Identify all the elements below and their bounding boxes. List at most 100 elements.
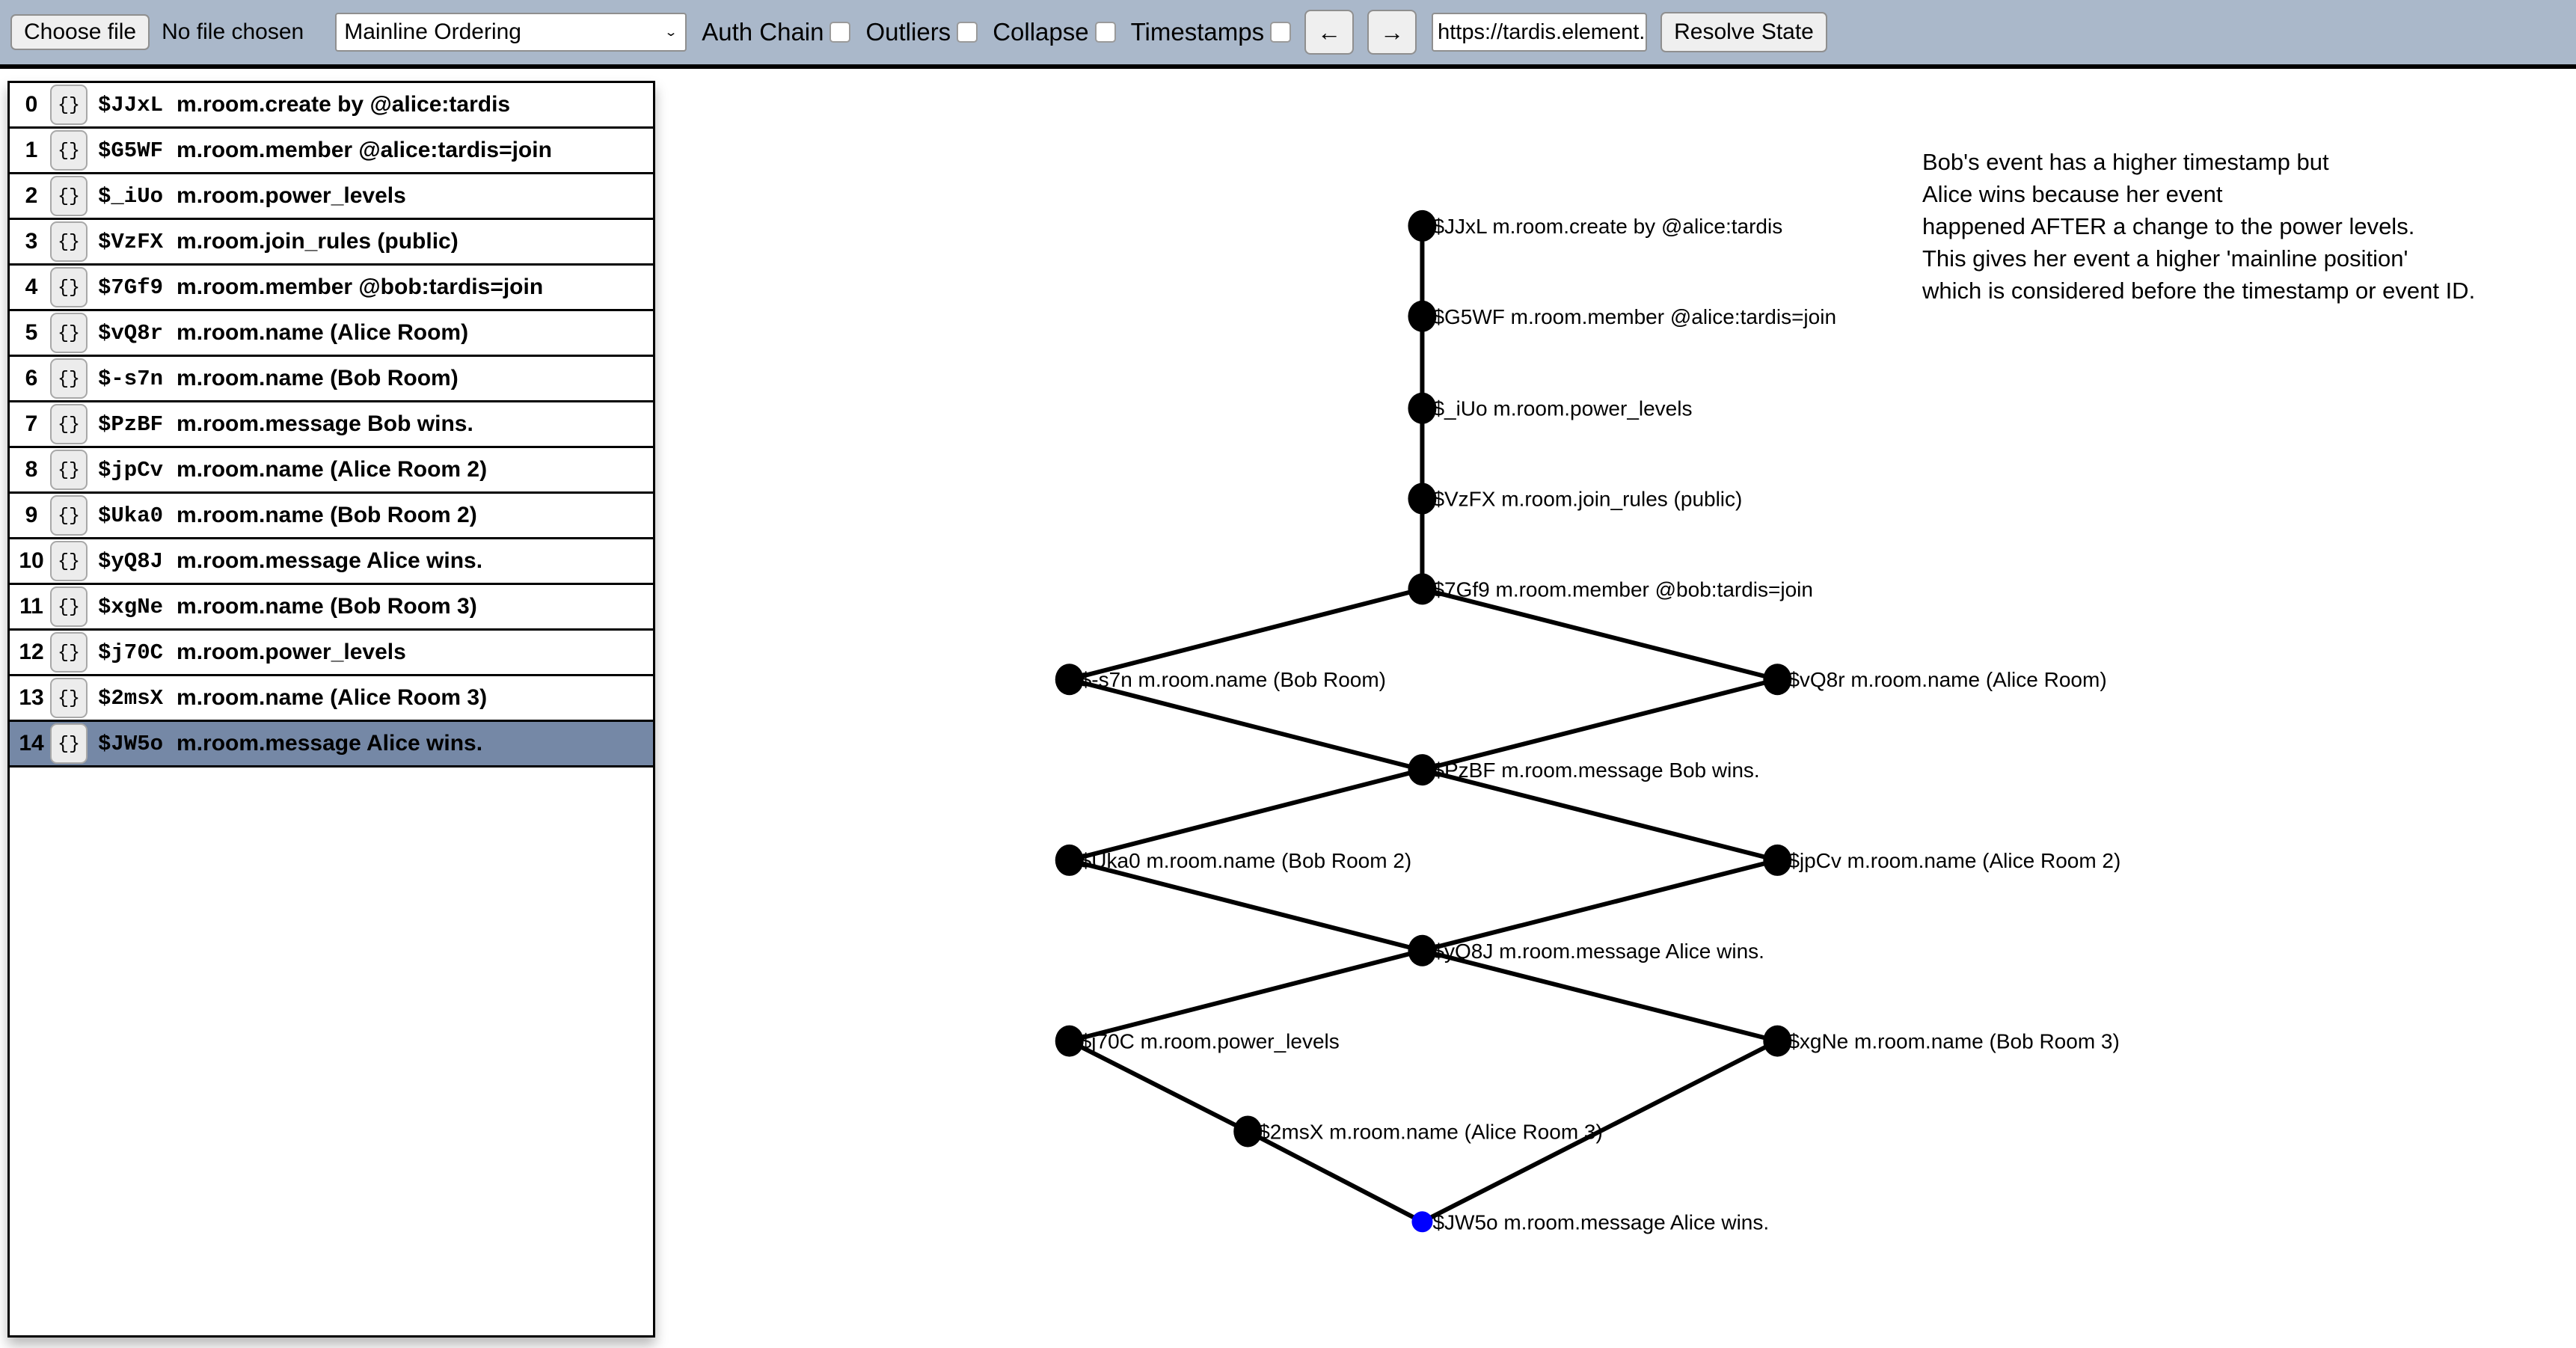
dag-node-circle[interactable] bbox=[1408, 482, 1437, 515]
dag-node-circle[interactable] bbox=[1408, 392, 1437, 424]
dag-node-circle[interactable] bbox=[1763, 664, 1792, 696]
event-id: $Uka0 bbox=[98, 503, 164, 528]
outliers-label: Outliers bbox=[865, 18, 951, 46]
dag-node-label: $G5WF m.room.member @alice:tardis=join bbox=[1432, 305, 1836, 328]
dag-node[interactable]: $-s7n m.room.name (Bob Room) bbox=[1055, 664, 1386, 696]
view-json-button[interactable]: {} bbox=[50, 632, 88, 673]
event-description: m.room.message Bob wins. bbox=[177, 411, 473, 436]
dag-node-label: $Uka0 m.room.name (Bob Room 2) bbox=[1080, 849, 1412, 872]
dag-node-label: $-s7n m.room.name (Bob Room) bbox=[1080, 668, 1386, 691]
dag-node-circle[interactable] bbox=[1408, 934, 1437, 966]
resolve-state-button[interactable]: Resolve State bbox=[1660, 12, 1827, 52]
dag-node-circle[interactable] bbox=[1763, 1025, 1792, 1057]
dag-node-circle[interactable] bbox=[1408, 209, 1437, 242]
dag-edge bbox=[1421, 948, 1779, 1044]
event-index: 13 bbox=[19, 685, 44, 710]
view-json-button[interactable]: {} bbox=[50, 678, 88, 718]
view-json-button[interactable]: {} bbox=[50, 267, 88, 307]
dag-edge bbox=[1421, 768, 1779, 863]
dag-edge bbox=[1068, 586, 1423, 682]
event-id: $yQ8J bbox=[98, 548, 164, 574]
dag-node[interactable]: $jpCv m.room.name (Alice Room 2) bbox=[1763, 844, 2120, 876]
view-json-button[interactable]: {} bbox=[50, 221, 88, 262]
toolbar: Choose file No file chosen Mainline Orde… bbox=[0, 0, 2576, 69]
view-json-button[interactable]: {} bbox=[50, 313, 88, 353]
outliers-checkbox[interactable] bbox=[957, 22, 978, 43]
auth-chain-label: Auth Chain bbox=[702, 18, 824, 46]
dag-node[interactable]: $JJxL m.room.create by @alice:tardis bbox=[1408, 209, 1782, 242]
view-json-button[interactable]: {} bbox=[50, 541, 88, 581]
dag-node-label: $JJxL m.room.create by @alice:tardis bbox=[1432, 215, 1782, 238]
dag-edge bbox=[1068, 768, 1423, 863]
collapse-label: Collapse bbox=[993, 18, 1089, 46]
dag-node[interactable]: $PzBF m.room.message Bob wins. bbox=[1408, 754, 1760, 786]
event-id: $JW5o bbox=[98, 731, 164, 756]
auth-chain-checkbox[interactable] bbox=[829, 22, 851, 43]
event-id: $j70C bbox=[98, 640, 164, 665]
dag-node[interactable]: $xgNe m.room.name (Bob Room 3) bbox=[1763, 1025, 2120, 1057]
dag-node[interactable]: $JW5o m.room.message Alice wins. bbox=[1411, 1210, 1769, 1234]
collapse-checkbox[interactable] bbox=[1094, 22, 1116, 43]
view-json-button[interactable]: {} bbox=[50, 130, 88, 171]
dag-node-circle[interactable] bbox=[1408, 573, 1437, 605]
forward-button[interactable]: → bbox=[1367, 10, 1417, 55]
view-json-button[interactable]: {} bbox=[50, 176, 88, 216]
choose-file-button[interactable]: Choose file bbox=[10, 14, 150, 50]
event-index: 12 bbox=[19, 640, 44, 664]
dag-node-circle[interactable] bbox=[1763, 844, 1792, 876]
dag-node[interactable]: $VzFX m.room.join_rules (public) bbox=[1408, 482, 1742, 515]
dag-node[interactable]: $j70C m.room.power_levels bbox=[1055, 1025, 1340, 1057]
timestamps-checkbox[interactable] bbox=[1270, 22, 1292, 43]
dag-graph[interactable]: $JJxL m.room.create by @alice:tardis $G5W… bbox=[658, 75, 2576, 1347]
view-json-button[interactable]: {} bbox=[50, 586, 88, 627]
event-index: 2 bbox=[25, 183, 38, 208]
dag-node-circle[interactable] bbox=[1055, 664, 1084, 696]
dag-edge bbox=[1421, 677, 1779, 772]
event-index: 3 bbox=[25, 229, 38, 254]
dag-node[interactable]: $2msX m.room.name (Alice Room 3) bbox=[1233, 1115, 1603, 1148]
dag-node[interactable]: $G5WF m.room.member @alice:tardis=join bbox=[1408, 300, 1836, 332]
url-input[interactable]: https://tardis.element.dev bbox=[1432, 13, 1648, 52]
dag-node[interactable]: $7Gf9 m.room.member @bob:tardis=join bbox=[1408, 573, 1813, 605]
view-json-button[interactable]: {} bbox=[50, 723, 88, 764]
view-json-button[interactable]: {} bbox=[50, 450, 88, 490]
back-button[interactable]: ← bbox=[1304, 10, 1355, 55]
event-index: 0 bbox=[25, 92, 38, 117]
event-list-item[interactable]: 12{} $j70C m.room.power_levels bbox=[10, 631, 653, 676]
view-json-button[interactable]: {} bbox=[50, 495, 88, 536]
dag-node-circle[interactable] bbox=[1233, 1115, 1263, 1148]
event-id: $vQ8r bbox=[98, 320, 164, 346]
dag-node[interactable]: $Uka0 m.room.name (Bob Room 2) bbox=[1055, 844, 1412, 876]
dag-node[interactable]: $yQ8J m.room.message Alice wins. bbox=[1408, 934, 1764, 966]
dag-node-selected-circle[interactable] bbox=[1411, 1211, 1433, 1233]
dag-node[interactable]: $vQ8r m.room.name (Alice Room) bbox=[1763, 664, 2107, 696]
dag-node-circle[interactable] bbox=[1408, 754, 1437, 786]
dag-node-label: $xgNe m.room.name (Bob Room 3) bbox=[1788, 1030, 2120, 1053]
ordering-select[interactable]: Mainline Ordering ⌄ bbox=[335, 13, 687, 52]
view-json-button[interactable]: {} bbox=[50, 404, 88, 444]
event-description: m.room.power_levels bbox=[177, 640, 406, 664]
event-id: $JJxL bbox=[98, 92, 164, 117]
dag-edge bbox=[1068, 948, 1423, 1044]
dag-node-circle[interactable] bbox=[1055, 844, 1084, 876]
dag-node-circle[interactable] bbox=[1055, 1025, 1084, 1057]
dag-node-circle[interactable] bbox=[1408, 300, 1437, 332]
view-json-button[interactable]: {} bbox=[50, 358, 88, 399]
dag-node[interactable]: $_iUo m.room.power_levels bbox=[1408, 392, 1692, 424]
view-json-button[interactable]: {} bbox=[50, 85, 88, 125]
